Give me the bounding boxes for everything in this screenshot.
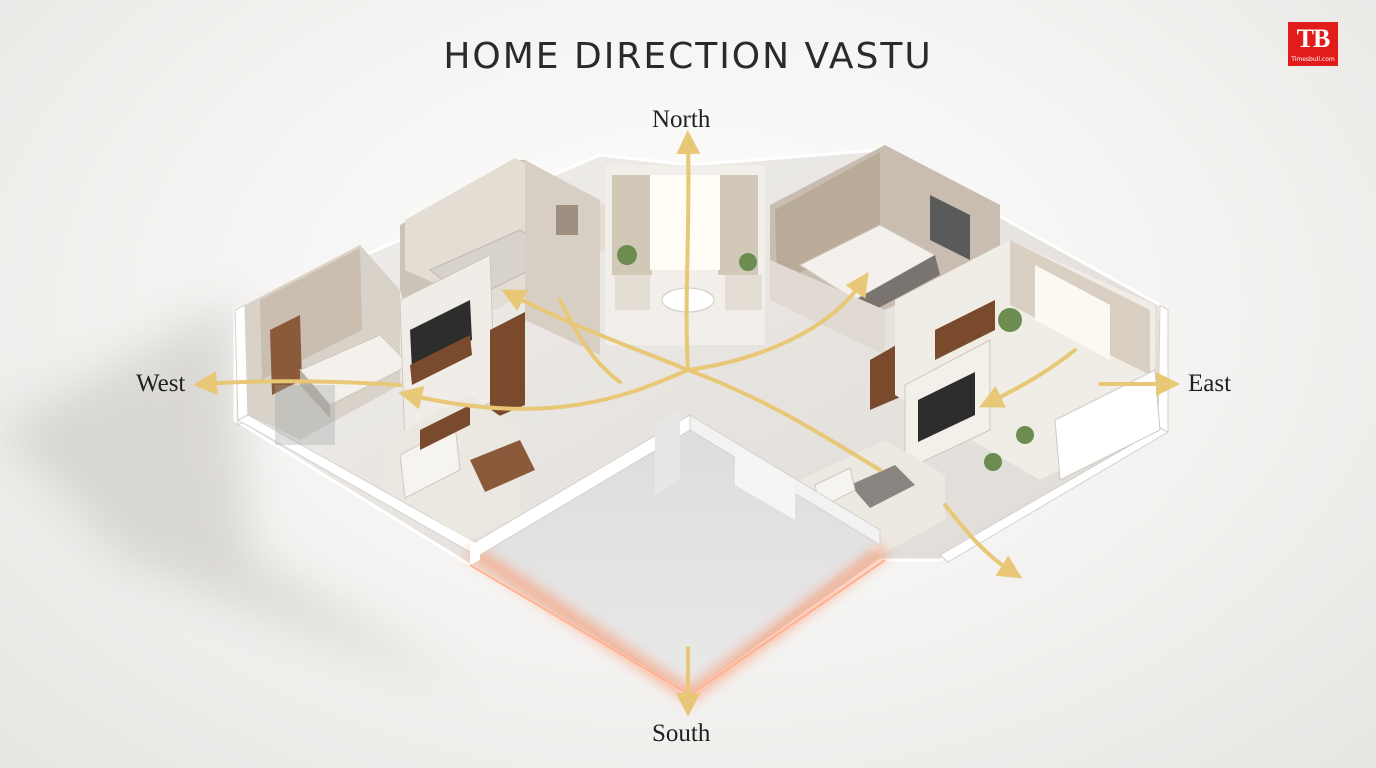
arrow-west — [193, 371, 402, 396]
page-title: HOME DIRECTION VASTU — [443, 36, 933, 77]
energy-flow-arrows — [193, 130, 1180, 717]
east-living — [895, 240, 1161, 481]
north-label: North — [652, 106, 711, 133]
north-living — [605, 165, 765, 345]
outer-walls — [234, 304, 1170, 563]
east-bedroom — [770, 145, 1000, 410]
south-label: South — [652, 720, 711, 747]
brand-logo[interactable]: TB Timesbull.com — [1288, 22, 1338, 66]
logo-mark: TB — [1296, 24, 1331, 53]
floor-shadow — [0, 300, 470, 690]
arrow-southeast — [943, 503, 1023, 579]
arrow-north — [676, 130, 701, 372]
west-dining — [385, 395, 535, 540]
logo-caption: Timesbull.com — [1291, 56, 1335, 63]
west-lounge — [399, 158, 605, 446]
west-label: West — [136, 370, 186, 397]
west-bedroom — [245, 245, 411, 445]
east-label: East — [1188, 370, 1232, 397]
